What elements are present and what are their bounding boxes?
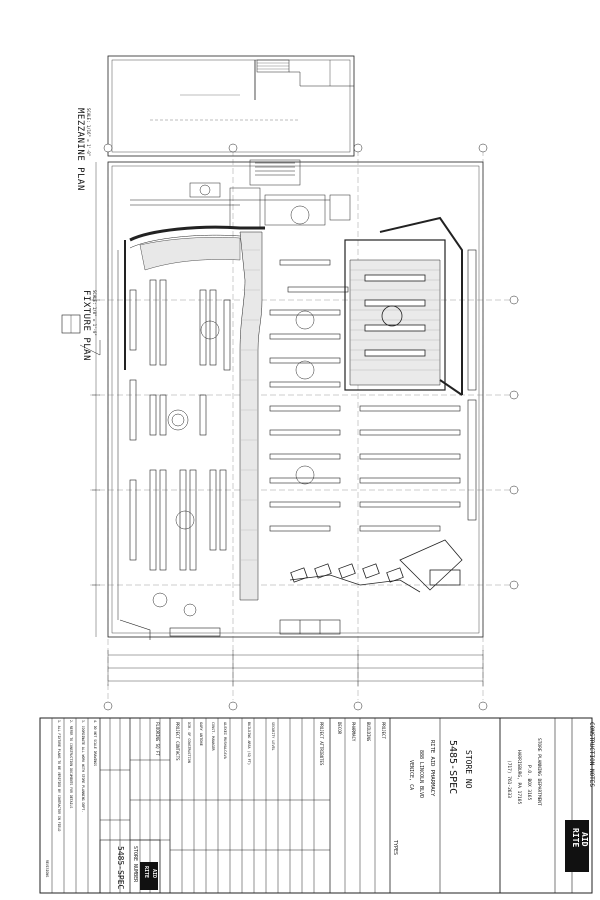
store-number-block xyxy=(99,839,161,894)
project-attributes-label: PROJECT ATTRIBUTES xyxy=(319,722,324,766)
mezzanine-scale: SCALE: 1/16" = 1'-0" xyxy=(86,108,91,156)
svg-text:REVISIONS: REVISIONS xyxy=(45,860,49,877)
type-decor: DECOR xyxy=(337,722,342,735)
store-number-label: STORE NUMBER xyxy=(132,846,138,883)
mezzanine-plan xyxy=(107,55,355,157)
store-no-label: STORE NO xyxy=(464,750,473,789)
construction-manager-label: CONST. MANAGER xyxy=(211,722,215,752)
store-street: 888 LINCOLN BLVD xyxy=(418,750,424,798)
svg-text:3. COORDINATE ALL WORK WITH ST: 3. COORDINATE ALL WORK WITH STORE PLANNI… xyxy=(81,720,85,812)
flooring-label: FLOORING SQ FT xyxy=(155,722,160,756)
svg-text:FLOORING SQ FT: FLOORING SQ FT xyxy=(155,722,160,756)
contact-2: ALEXEI RUSHALCAVA xyxy=(223,722,227,760)
address-line2: HARRISBURG, PA 17105 xyxy=(516,750,522,804)
construction-notes-title: CONSTRUCTION NOTES xyxy=(588,722,595,787)
contact-1: GARY ANTONE xyxy=(199,722,203,746)
rite-aid-logo-small: RITE AID xyxy=(140,862,158,890)
type-building: BUILDING xyxy=(366,722,371,742)
fixture-title-block: FIXTURE PLAN SCALE: 1/8" = 1'-0" xyxy=(81,290,97,361)
svg-text:AID: AID xyxy=(151,869,157,878)
fixture-plan xyxy=(61,143,520,711)
type-pharmacy: PHARMACY xyxy=(351,722,356,742)
project-contacts-label: PROJECT CONTACTS xyxy=(175,722,180,761)
types-label: TYPES xyxy=(392,840,398,855)
fixture-scale: SCALE: 1/8" = 1'-0" xyxy=(92,290,97,336)
svg-text:AID: AID xyxy=(580,832,589,847)
building-area-label: BUILDING AREA (SQ FT) xyxy=(247,722,251,765)
revision-table xyxy=(39,717,131,894)
svg-text:4. DO NOT SCALE DRAWINGS: 4. DO NOT SCALE DRAWINGS xyxy=(93,720,97,766)
svg-text:RITE: RITE xyxy=(571,828,580,847)
mezzanine-title: MEZZANINE PLAN xyxy=(75,108,85,191)
address-line1: P.O. BOX 3165 xyxy=(526,765,532,801)
security-level-label: SECURITY LEVEL xyxy=(271,722,275,751)
store-name: RITE AID PHARMACY xyxy=(429,740,435,797)
svg-text:2. REFER TO CONSTRUCTION DOCUM: 2. REFER TO CONSTRUCTION DOCUMENTS FOR D… xyxy=(69,720,73,808)
type-project: PROJECT xyxy=(381,722,386,739)
svg-text:RITE: RITE xyxy=(143,866,149,878)
dir-construction-label: DIR. OF CONSTRUCTION xyxy=(187,722,191,763)
svg-text:1. ALL FIXTURE PLANS TO BE VER: 1. ALL FIXTURE PLANS TO BE VERIFIED BY C… xyxy=(57,720,61,831)
rite-aid-logo: RITE AID xyxy=(565,820,589,872)
fixture-title: FIXTURE PLAN xyxy=(81,290,91,361)
phone: (717) 761-2633 xyxy=(506,760,512,798)
planning-dept: STORE PLANNING DEPARTMENT xyxy=(536,738,542,806)
store-no-value-large: 5485-SPEC xyxy=(447,740,458,794)
store-number-value: 5485-SPEC xyxy=(116,846,125,890)
mezzanine-title-block: MEZZANINE PLAN SCALE: 1/16" = 1'-0" xyxy=(75,108,91,191)
attributes-table xyxy=(169,717,331,894)
store-city: VENICE, CA xyxy=(408,760,414,790)
